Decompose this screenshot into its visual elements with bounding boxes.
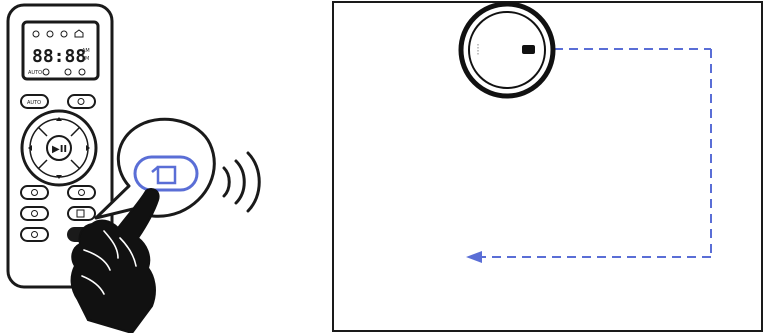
- lcd-auto: AUTO: [28, 70, 42, 76]
- fan-button[interactable]: [21, 228, 48, 241]
- d-pad[interactable]: ▶II: [22, 111, 96, 185]
- robot-vacuum: [461, 4, 553, 96]
- robot-outer-ring: [461, 4, 553, 96]
- mode-button[interactable]: [68, 186, 95, 199]
- edge-clean-button-zoomed[interactable]: [135, 157, 197, 190]
- signal-waves-icon: [224, 153, 259, 211]
- spot-button[interactable]: [68, 95, 95, 108]
- lcd-pm: PM: [82, 56, 89, 62]
- edge-clean-button[interactable]: [68, 207, 95, 220]
- lcd-time: 88:88: [32, 46, 86, 67]
- room-panel: [333, 2, 762, 331]
- power-button[interactable]: [21, 207, 48, 220]
- clock-button[interactable]: [21, 186, 48, 199]
- auto-button-label: AUTO: [27, 100, 41, 106]
- lcd-am: AM: [82, 48, 90, 54]
- play-pause-icon: ▶II: [52, 144, 67, 155]
- robot-sensor: [522, 45, 535, 54]
